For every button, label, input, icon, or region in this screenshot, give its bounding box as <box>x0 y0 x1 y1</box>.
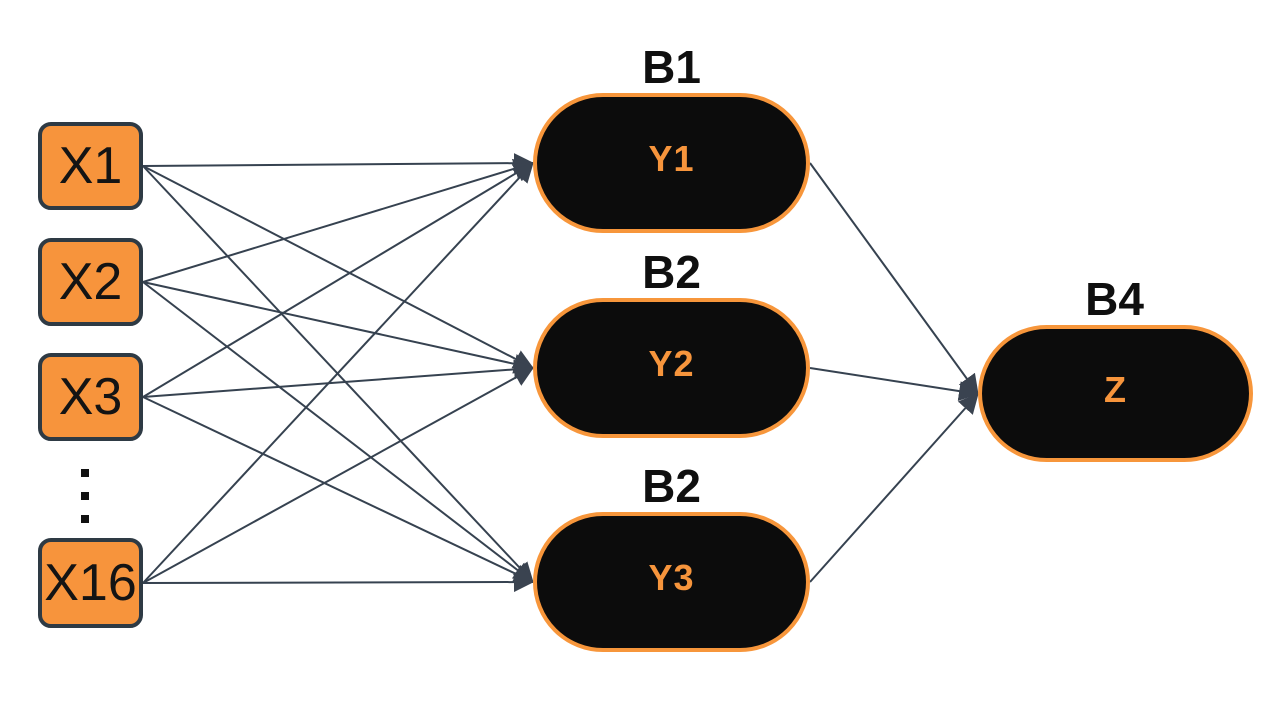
edge-X2-Y2 <box>142 281 534 374</box>
hidden-node-y2-label: Y2 <box>648 343 695 384</box>
edge-X2-Y3 <box>142 281 534 583</box>
edge-X1-Y2 <box>142 165 534 369</box>
edge-Y3-Z <box>809 393 979 583</box>
input-node-x1-label: X1 <box>58 137 123 195</box>
edge-X2-Y1 <box>142 158 534 283</box>
hidden-node-y3-label: Y3 <box>648 557 695 598</box>
output-node-z: Z <box>978 325 1253 462</box>
output-node-z-label: Z <box>1104 368 1127 410</box>
vertical-ellipsis-icon <box>81 469 89 523</box>
input-node-x3-label: X3 <box>58 368 123 426</box>
edge-X16-Y2 <box>142 367 534 584</box>
hidden-node-y3: Y3 <box>533 512 810 652</box>
hidden-node-y2: Y2 <box>533 298 810 438</box>
hidden-node-y1-title: B1 <box>642 41 701 93</box>
edge-X3-Y1 <box>142 162 534 398</box>
edge-X16-Y1 <box>142 162 534 584</box>
input-node-x2-label: X2 <box>58 253 123 311</box>
edge-X3-Y2 <box>142 359 534 398</box>
input-node-x2: X2 <box>38 238 143 326</box>
hidden-node-y1-label: Y1 <box>648 138 695 179</box>
edge-Y1-Z <box>809 162 979 395</box>
input-node-x16: X16 <box>38 538 143 628</box>
edge-X1-Y1 <box>142 153 534 174</box>
hidden-node-y1: Y1 <box>533 93 810 233</box>
hidden-node-y3-title: B2 <box>642 460 701 512</box>
edge-X16-Y3 <box>142 572 534 593</box>
hidden-node-y2-title: B2 <box>642 246 701 298</box>
edge-Y2-Z <box>809 367 979 401</box>
edge-X3-Y3 <box>142 396 534 583</box>
input-node-x3: X3 <box>38 353 143 441</box>
output-node-z-title: B4 <box>1085 273 1144 325</box>
input-node-x1: X1 <box>38 122 143 210</box>
input-node-x16-label: X16 <box>44 554 137 612</box>
